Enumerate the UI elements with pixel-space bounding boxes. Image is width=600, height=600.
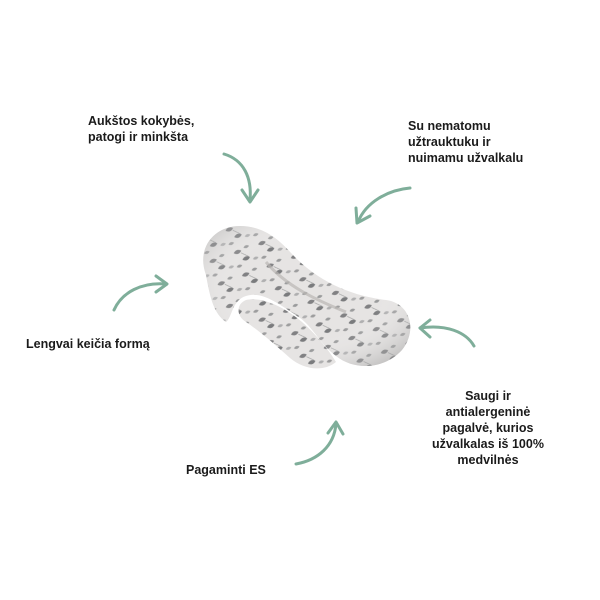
feature-quality-line-1: Aukštos kokybės,: [88, 114, 195, 128]
feature-zipper-line-2: užtrauktuku ir: [408, 135, 491, 149]
feature-safe-line-1: Saugi ir: [465, 389, 511, 403]
feature-eu-label: Pagaminti ES: [186, 462, 306, 478]
feature-zipper-line-3: nuimamu užvalkalu: [408, 151, 524, 165]
pillow-lower-lobe: [238, 299, 336, 369]
feature-safe-line-5: medvilnės: [457, 453, 519, 467]
feature-safe-line-3: pagalvė, kurios: [442, 421, 534, 435]
feature-safe-line-2: antialergeninė: [445, 405, 531, 419]
feature-quality-label: Aukštos kokybės, patogi ir minkšta: [88, 113, 238, 145]
feature-zipper-line-1: Su nematomu: [408, 119, 491, 133]
feature-safe-line-4: užvalkalas iš 100%: [432, 437, 544, 451]
feature-eu-line-1: Pagaminti ES: [186, 463, 266, 477]
feature-shape-line-1: Lengvai keičia formą: [26, 337, 150, 351]
feature-quality-line-2: patogi ir minkšta: [88, 130, 189, 144]
feature-zipper-label: Su nematomu užtrauktuku ir nuimamu užval…: [408, 118, 558, 166]
feature-shape-label: Lengvai keičia formą: [26, 336, 216, 352]
feature-safe-label: Saugi ir antialergeninė pagalvė, kurios …: [398, 388, 578, 468]
